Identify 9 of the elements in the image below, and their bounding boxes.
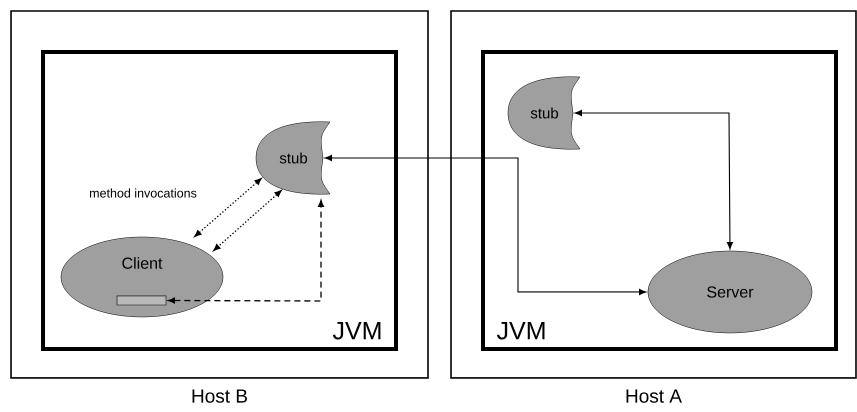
- arrow: [574, 110, 733, 250]
- node-label: Host A: [626, 390, 682, 403]
- node-label: Host B: [192, 390, 247, 403]
- arrow: [324, 154, 646, 296]
- arrow: [168, 200, 324, 304]
- reference-box: [116, 296, 166, 306]
- arrow: [194, 178, 262, 237]
- arrow: [213, 190, 282, 251]
- annotation-text: method invocations: [90, 188, 196, 198]
